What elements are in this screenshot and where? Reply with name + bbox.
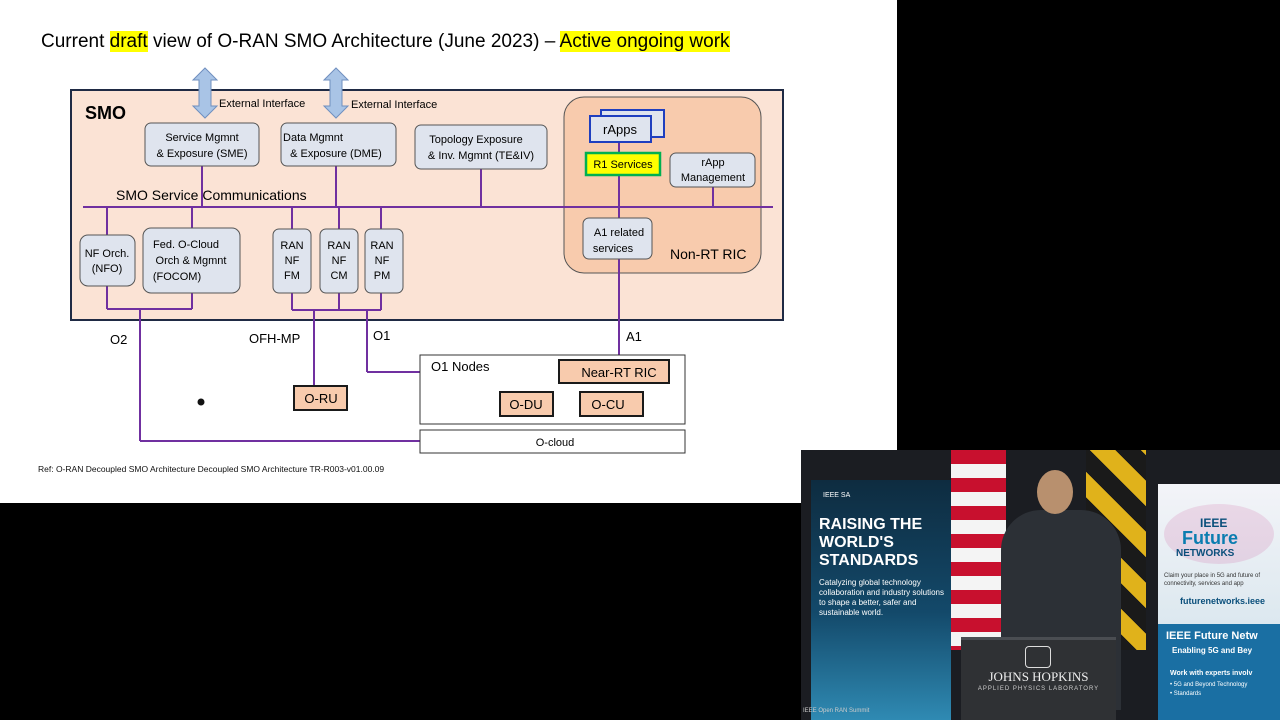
fn-bullet-2: • Standards [1170,691,1202,697]
banner-headline: RAISING THE WORLD'S STANDARDS [819,516,923,569]
near-rt-ric-box [558,359,670,384]
a1-services-box [582,217,653,260]
title-part-2: view of O-RAN SMO Architecture (June 202… [147,31,560,52]
o1-nodes-label: O1 Nodes [431,359,490,374]
fn-subtext: Claim your place in 5G and future of con… [1164,573,1261,587]
fn-networks: NETWORKS [1176,548,1235,559]
slide-title: Current draft view of O-RAN SMO Architec… [41,31,730,53]
a1-label: A1 [626,329,642,344]
teiv-box [414,124,548,170]
pointer-cursor-icon [197,398,205,406]
presentation-slide: Current draft view of O-RAN SMO Architec… [0,0,897,503]
ran-nf-fm-box [272,228,312,294]
teiv-line2: & Inv. Mgmnt (TE&IV) [428,150,534,162]
fn-band-work: Work with experts involv [1170,670,1253,677]
o-du-label: O-DU [509,397,542,412]
rapps-box [589,115,652,143]
ieee-sa-brand: IEEE SA [823,492,851,499]
focom-line1: Fed. O-Cloud [153,239,219,251]
architecture-diagram: SMO External Interface External Interfac… [70,67,784,454]
cm-line1: RAN [327,240,350,252]
network-logo-icon [1164,504,1274,564]
dme-line2: & Exposure (DME) [290,148,382,160]
fn-bullet-1: • 5G and Beyond Technology [1170,682,1248,688]
o1-label: O1 [373,328,390,343]
o-ru-label: O-RU [304,391,337,406]
rapp-mgmt-line1: rApp [701,157,724,169]
ran-nf-pm-box [364,228,404,294]
external-interface-label-2: External Interface [351,99,437,111]
r1-services-label: R1 Services [593,159,653,171]
apl-logo-icon [1025,646,1051,668]
pm-line3: PM [374,270,391,282]
fn-band-sub: Enabling 5G and Bey [1172,646,1253,655]
non-rt-ric-label: Non-RT RIC [670,246,747,262]
nfo-box [79,234,136,287]
reference-note: Ref: O-RAN Decoupled SMO Architecture De… [38,464,385,474]
title-part-1: Current [41,31,110,52]
sme-box [144,122,260,167]
teiv-line1: Topology Exposure [429,134,523,146]
title-active-highlight: Active ongoing work [559,31,730,52]
pm-line2: NF [375,255,390,267]
fm-line2: NF [285,255,300,267]
podium-name: JOHNS HOPKINS [988,669,1089,684]
o-du-box [499,391,554,417]
title-draft-highlight: draft [109,31,148,52]
a1-line2: services [593,243,634,255]
external-interface-label-1: External Interface [219,98,305,110]
dme-line1: Data Mgmnt [283,132,343,144]
cm-line3: CM [330,270,347,282]
speaker-video-feed: IEEE SA RAISING THE WORLD'S STANDARDS Ca… [801,450,1280,720]
rapp-management-box [669,152,756,188]
o-cloud-label: O-cloud [536,437,575,449]
banner-subtext: Catalyzing global technology collaborati… [819,578,944,617]
a1-line1: A1 related [594,227,644,239]
bus-label: SMO Service Communications [116,187,307,203]
o-cu-label: O-CU [591,397,624,412]
nfo-line2: (NFO) [92,263,123,275]
smo-label: SMO [85,103,126,123]
us-flag [951,450,1006,650]
fn-future: Future [1182,528,1238,548]
dme-box [280,122,397,167]
fn-band-head: IEEE Future Netw [1166,630,1258,642]
podium: JOHNS HOPKINS APPLIED PHYSICS LABORATORY [961,637,1116,720]
focom-line2: Orch & Mgmnt [156,255,227,267]
r1-services-box [584,151,662,177]
pm-line1: RAN [370,240,393,252]
o2-label: O2 [110,332,127,347]
ofh-mp-label: OFH-MP [249,331,300,346]
rapp-mgmt-line2: Management [681,172,745,184]
ieee-sa-banner: IEEE SA RAISING THE WORLD'S STANDARDS Ca… [811,480,951,720]
fn-url: futurenetworks.ieee [1180,596,1266,606]
o-ru-box [293,385,348,411]
video-caption: IEEE Open RAN Summit [803,708,870,714]
focom-line3: (FOCOM) [153,271,201,283]
speaker-head [1037,470,1073,514]
o-cu-box [579,391,644,417]
podium-subtitle: APPLIED PHYSICS LABORATORY [977,686,1100,692]
external-interface-arrow-1 [191,67,219,119]
nfo-line1: NF Orch. [85,248,130,260]
fn-ieee: IEEE [1200,516,1228,530]
sme-line1: Service Mgmnt [165,132,238,144]
external-interface-arrow-2 [322,67,350,119]
o-cloud-box [419,429,686,454]
sme-line2: & Exposure (SME) [156,148,247,160]
ran-nf-cm-box [319,228,359,294]
focom-box [142,227,241,294]
fn-band: IEEE Future Netw Enabling 5G and Bey Wor… [1158,624,1280,720]
near-rt-ric-label: Near-RT RIC [581,365,656,380]
fm-line1: RAN [280,240,303,252]
rapps-label: rApps [603,122,637,137]
fm-line3: FM [284,270,300,282]
cm-line2: NF [332,255,347,267]
ieee-future-networks-banner: IEEE Future NETWORKS Claim your place in… [1158,484,1280,720]
